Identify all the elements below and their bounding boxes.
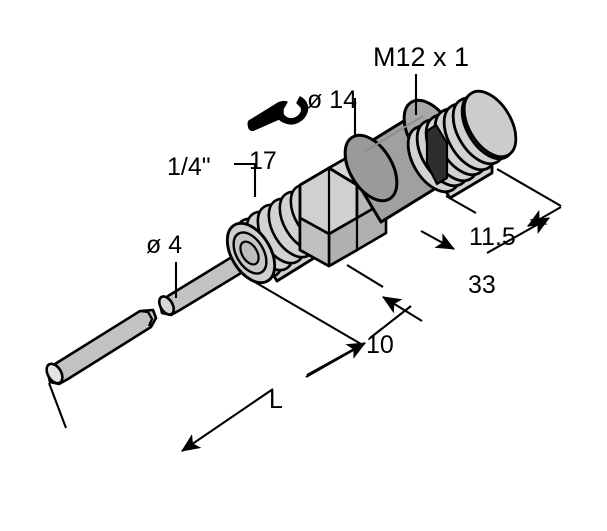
m12-thread-section [406,89,518,200]
leader-lines [174,74,418,298]
dimension-11-5 [420,168,562,250]
label-diameter-14: ø 14 [307,86,357,114]
leader-process-thread [234,162,257,197]
wrench-icon [247,96,309,132]
label-rod-diameter: ø 4 [146,231,182,259]
label-dim-length: L [269,386,283,414]
probe-rod-far-segment [45,308,158,386]
dimension-length-L [48,343,365,452]
label-dim-10: 10 [366,331,394,359]
probe-rod-near-segment [157,248,258,317]
label-dim-33: 33 [468,271,496,299]
dimension-33 [346,217,550,322]
label-wrench-size: 17 [249,147,277,175]
label-process-thread: 1/4" [167,153,211,181]
label-m12-thread: M12 x 1 [373,42,469,72]
label-dim-11-5: 11.5 [469,223,516,251]
